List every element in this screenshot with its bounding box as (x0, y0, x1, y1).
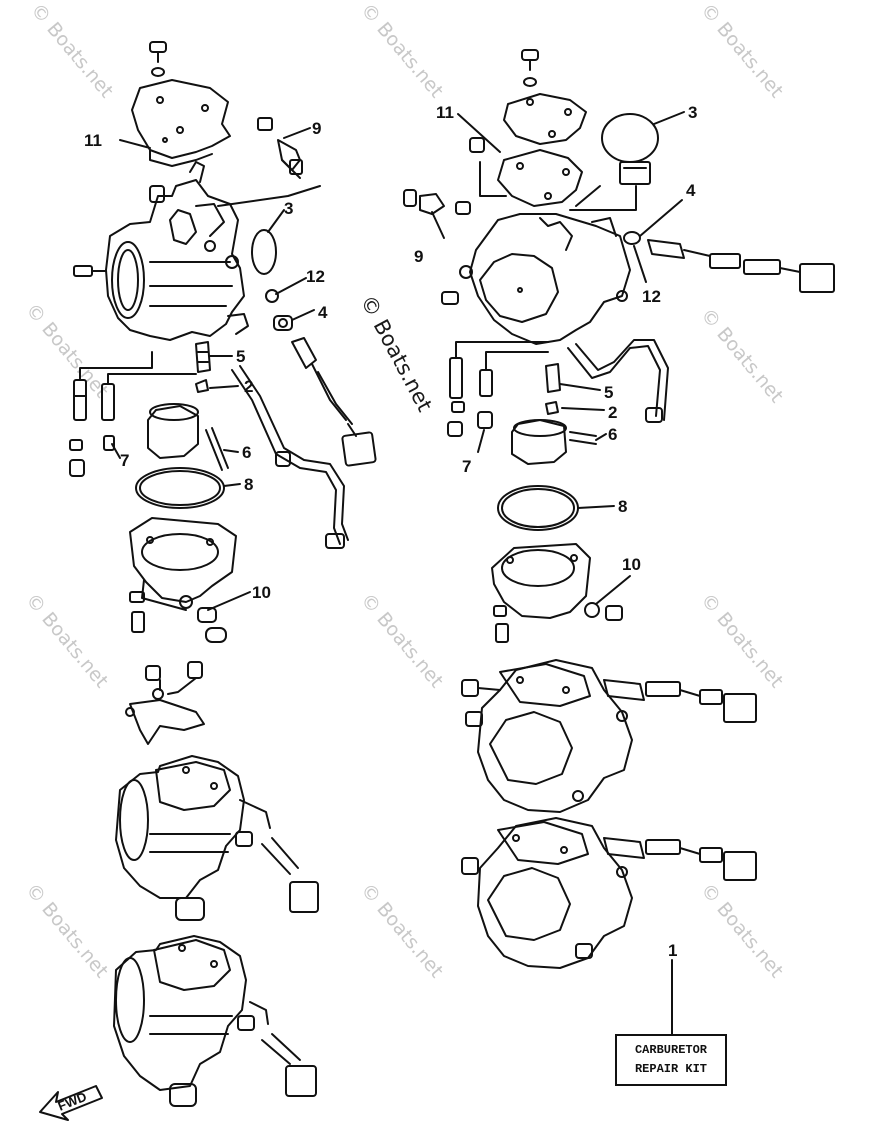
callout-number: 3 (284, 199, 293, 218)
callout-number: 6 (242, 443, 251, 462)
float-part (147, 403, 199, 459)
watermark-text: © Boats.net (21, 879, 112, 982)
washer-part (265, 289, 279, 303)
bowl-gasket-part (497, 485, 579, 531)
callout-number: 5 (604, 383, 613, 402)
callout-number: 9 (414, 247, 423, 266)
sensor-cable-part (623, 231, 835, 293)
callout-number: 2 (244, 377, 253, 396)
callout-number: 5 (236, 347, 245, 366)
watermark-text: © Boats.net (356, 879, 447, 982)
callout-number: 3 (688, 103, 697, 122)
callout-number: 8 (618, 497, 627, 516)
kit-label-line: REPAIR KIT (634, 1062, 707, 1076)
plug-part (273, 315, 293, 331)
float-bowl-part (129, 517, 237, 611)
assembled-carburetor-lower (461, 817, 757, 969)
diaphragm-part (497, 149, 583, 207)
callout-number: 10 (622, 555, 641, 574)
jet-column-part (447, 357, 493, 437)
callout-number: 6 (608, 425, 617, 444)
callout-number: 10 (252, 583, 271, 602)
assembled-carburetor-upper (461, 659, 757, 813)
callout-number: 9 (312, 119, 321, 138)
fwd-text: FWD (56, 1089, 89, 1114)
float-pin-part (205, 427, 229, 471)
watermark-text: © Boats.net (356, 0, 447, 102)
bowl-gasket-part (135, 467, 225, 509)
needle-valve-part (195, 341, 211, 393)
cover-plate-part (131, 79, 231, 167)
left-assembled-carburetors (113, 661, 319, 1107)
needle-valve-part (545, 363, 561, 415)
watermark-text: © Boats.net (696, 879, 787, 982)
o-ring-part (251, 229, 277, 275)
screw-part (521, 49, 539, 87)
callout-layer: 11 9 3 12 4 5 2 6 7 8 10 11 3 4 9 12 5 2… (84, 103, 697, 960)
carburetor-body-part (441, 213, 631, 345)
linkage-bracket-part (125, 661, 205, 745)
drain-screw-part (129, 591, 227, 643)
screw-part (149, 41, 167, 77)
assembled-carburetor-lower (113, 935, 317, 1107)
kit-label-line: CARBURETOR (634, 1043, 707, 1057)
watermark-text: © Boats.net (21, 299, 112, 402)
callout-number: 11 (84, 131, 102, 150)
assembled-carburetor-upper (115, 755, 319, 921)
top-cover-part (503, 93, 587, 145)
callout-number: 8 (244, 475, 253, 494)
fwd-label: FWD (56, 1089, 89, 1114)
jet-part (257, 117, 303, 179)
callout-number: 1 (668, 941, 677, 960)
fuel-line-part (231, 365, 349, 549)
watermark-text: © Boats.net (26, 0, 117, 102)
clip-part (619, 161, 651, 185)
callout-number: 11 (436, 103, 454, 122)
jet-part (403, 189, 471, 215)
callout-number: 7 (120, 451, 129, 470)
watermark-text: © Boats.net (356, 589, 447, 692)
callout-number: 4 (686, 181, 696, 200)
callout-number: 12 (306, 267, 325, 286)
callout-number: 2 (608, 403, 617, 422)
fwd-arrow-icon (39, 1085, 103, 1121)
callout-number: 4 (318, 303, 328, 322)
valve-cable-part (291, 337, 377, 467)
watermark-text: © Boats.net (696, 589, 787, 692)
right-assembled-carburetors (461, 659, 757, 1035)
watermark-text: © Boats.net (696, 0, 787, 102)
carburetor-body-part (73, 161, 249, 341)
right-exploded-view (403, 49, 835, 643)
float-part (511, 419, 597, 465)
watermark-center: © Boats.net (356, 291, 437, 415)
fuel-line-part (567, 339, 669, 423)
left-exploded-view (69, 41, 377, 643)
float-bowl-part (491, 543, 591, 619)
callout-number: 7 (462, 457, 471, 476)
watermark-text: © Boats.net (21, 589, 112, 692)
repair-kit-label: CARBURETOR REPAIR KIT (615, 1034, 727, 1086)
drain-screw-part (493, 602, 623, 643)
o-ring-part (601, 113, 659, 163)
watermark-text: © Boats.net (696, 304, 787, 407)
callout-number: 12 (642, 287, 661, 306)
